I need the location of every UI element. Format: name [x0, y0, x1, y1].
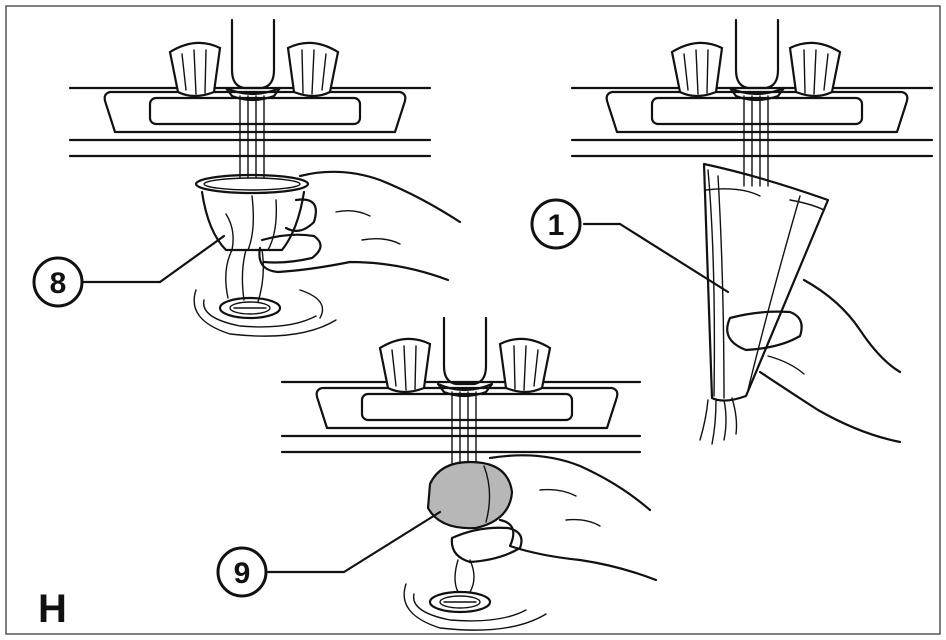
- hand-holding-cup: [258, 170, 462, 282]
- scene-filter-cone: 1: [530, 18, 934, 445]
- faucet-knob-right: [286, 41, 340, 98]
- faucet-knob-right-3: [498, 337, 552, 394]
- hand-holding-sponge: [450, 454, 658, 582]
- faucet-knob-right-2: [788, 41, 842, 98]
- water-stream: [239, 95, 265, 179]
- sink-drain-2: [403, 559, 547, 631]
- faucet-knob-left-2: [670, 41, 724, 98]
- scene-cup-rinse: 8: [32, 18, 462, 337]
- water-stream-2: [743, 95, 769, 187]
- scene-sponge: 9: [216, 316, 658, 631]
- sponge: [426, 460, 514, 530]
- panel-letter: H: [38, 587, 67, 631]
- filter-cone: [699, 162, 830, 445]
- callout-8: 8: [32, 234, 226, 308]
- callout-8-label: 8: [50, 267, 67, 300]
- hand-holding-cone: [726, 278, 902, 444]
- faucet-knob-left-3: [378, 337, 432, 394]
- callout-1: 1: [530, 198, 730, 294]
- callout-9: 9: [216, 510, 442, 598]
- callout-9-label: 9: [234, 557, 251, 590]
- faucet-knob-left: [168, 41, 222, 98]
- sink-drain: [193, 289, 337, 337]
- diagram-frame: [5, 5, 941, 635]
- rinse-cup: [194, 173, 310, 303]
- callout-1-label: 1: [548, 209, 565, 242]
